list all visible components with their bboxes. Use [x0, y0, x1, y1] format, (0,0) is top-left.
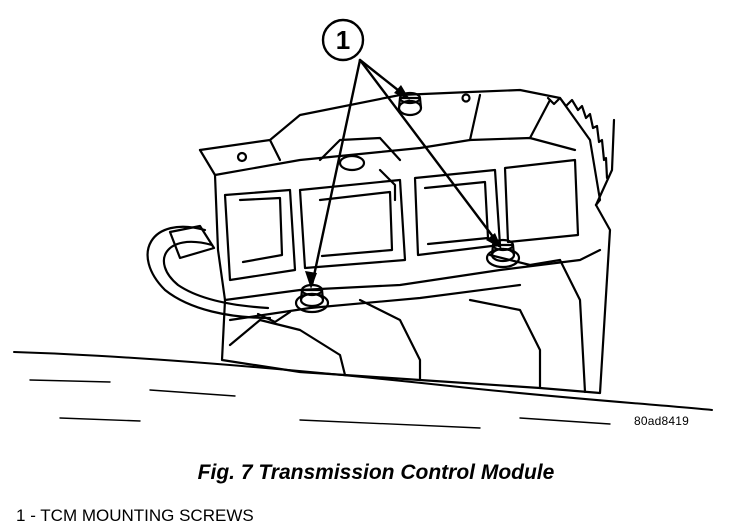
tcm-module-body: [198, 88, 609, 322]
legend-item: 1 - TCM MOUNTING SCREWS: [16, 506, 254, 526]
legend-number: 1: [16, 506, 26, 525]
mounting-surface-line: [13, 351, 713, 411]
callout-number: 1: [336, 25, 350, 55]
tcm-illustration: 1: [13, 18, 713, 429]
wiring-harness: [146, 224, 292, 324]
transmission-case: [220, 118, 616, 395]
callout-1: [310, 18, 502, 287]
legend-label: TCM MOUNTING SCREWS: [40, 506, 254, 525]
arrow-heads: [305, 85, 502, 289]
screw-right: [485, 238, 521, 269]
screw-left: [294, 283, 330, 314]
figure-code: 80ad8419: [634, 414, 689, 428]
surface-hatching: [29, 379, 611, 429]
figure-caption: Fig. 7 Transmission Control Module: [197, 461, 555, 484]
legend-separator: -: [25, 506, 41, 525]
mounting-screws: [294, 91, 521, 314]
screw-top: [397, 91, 423, 117]
